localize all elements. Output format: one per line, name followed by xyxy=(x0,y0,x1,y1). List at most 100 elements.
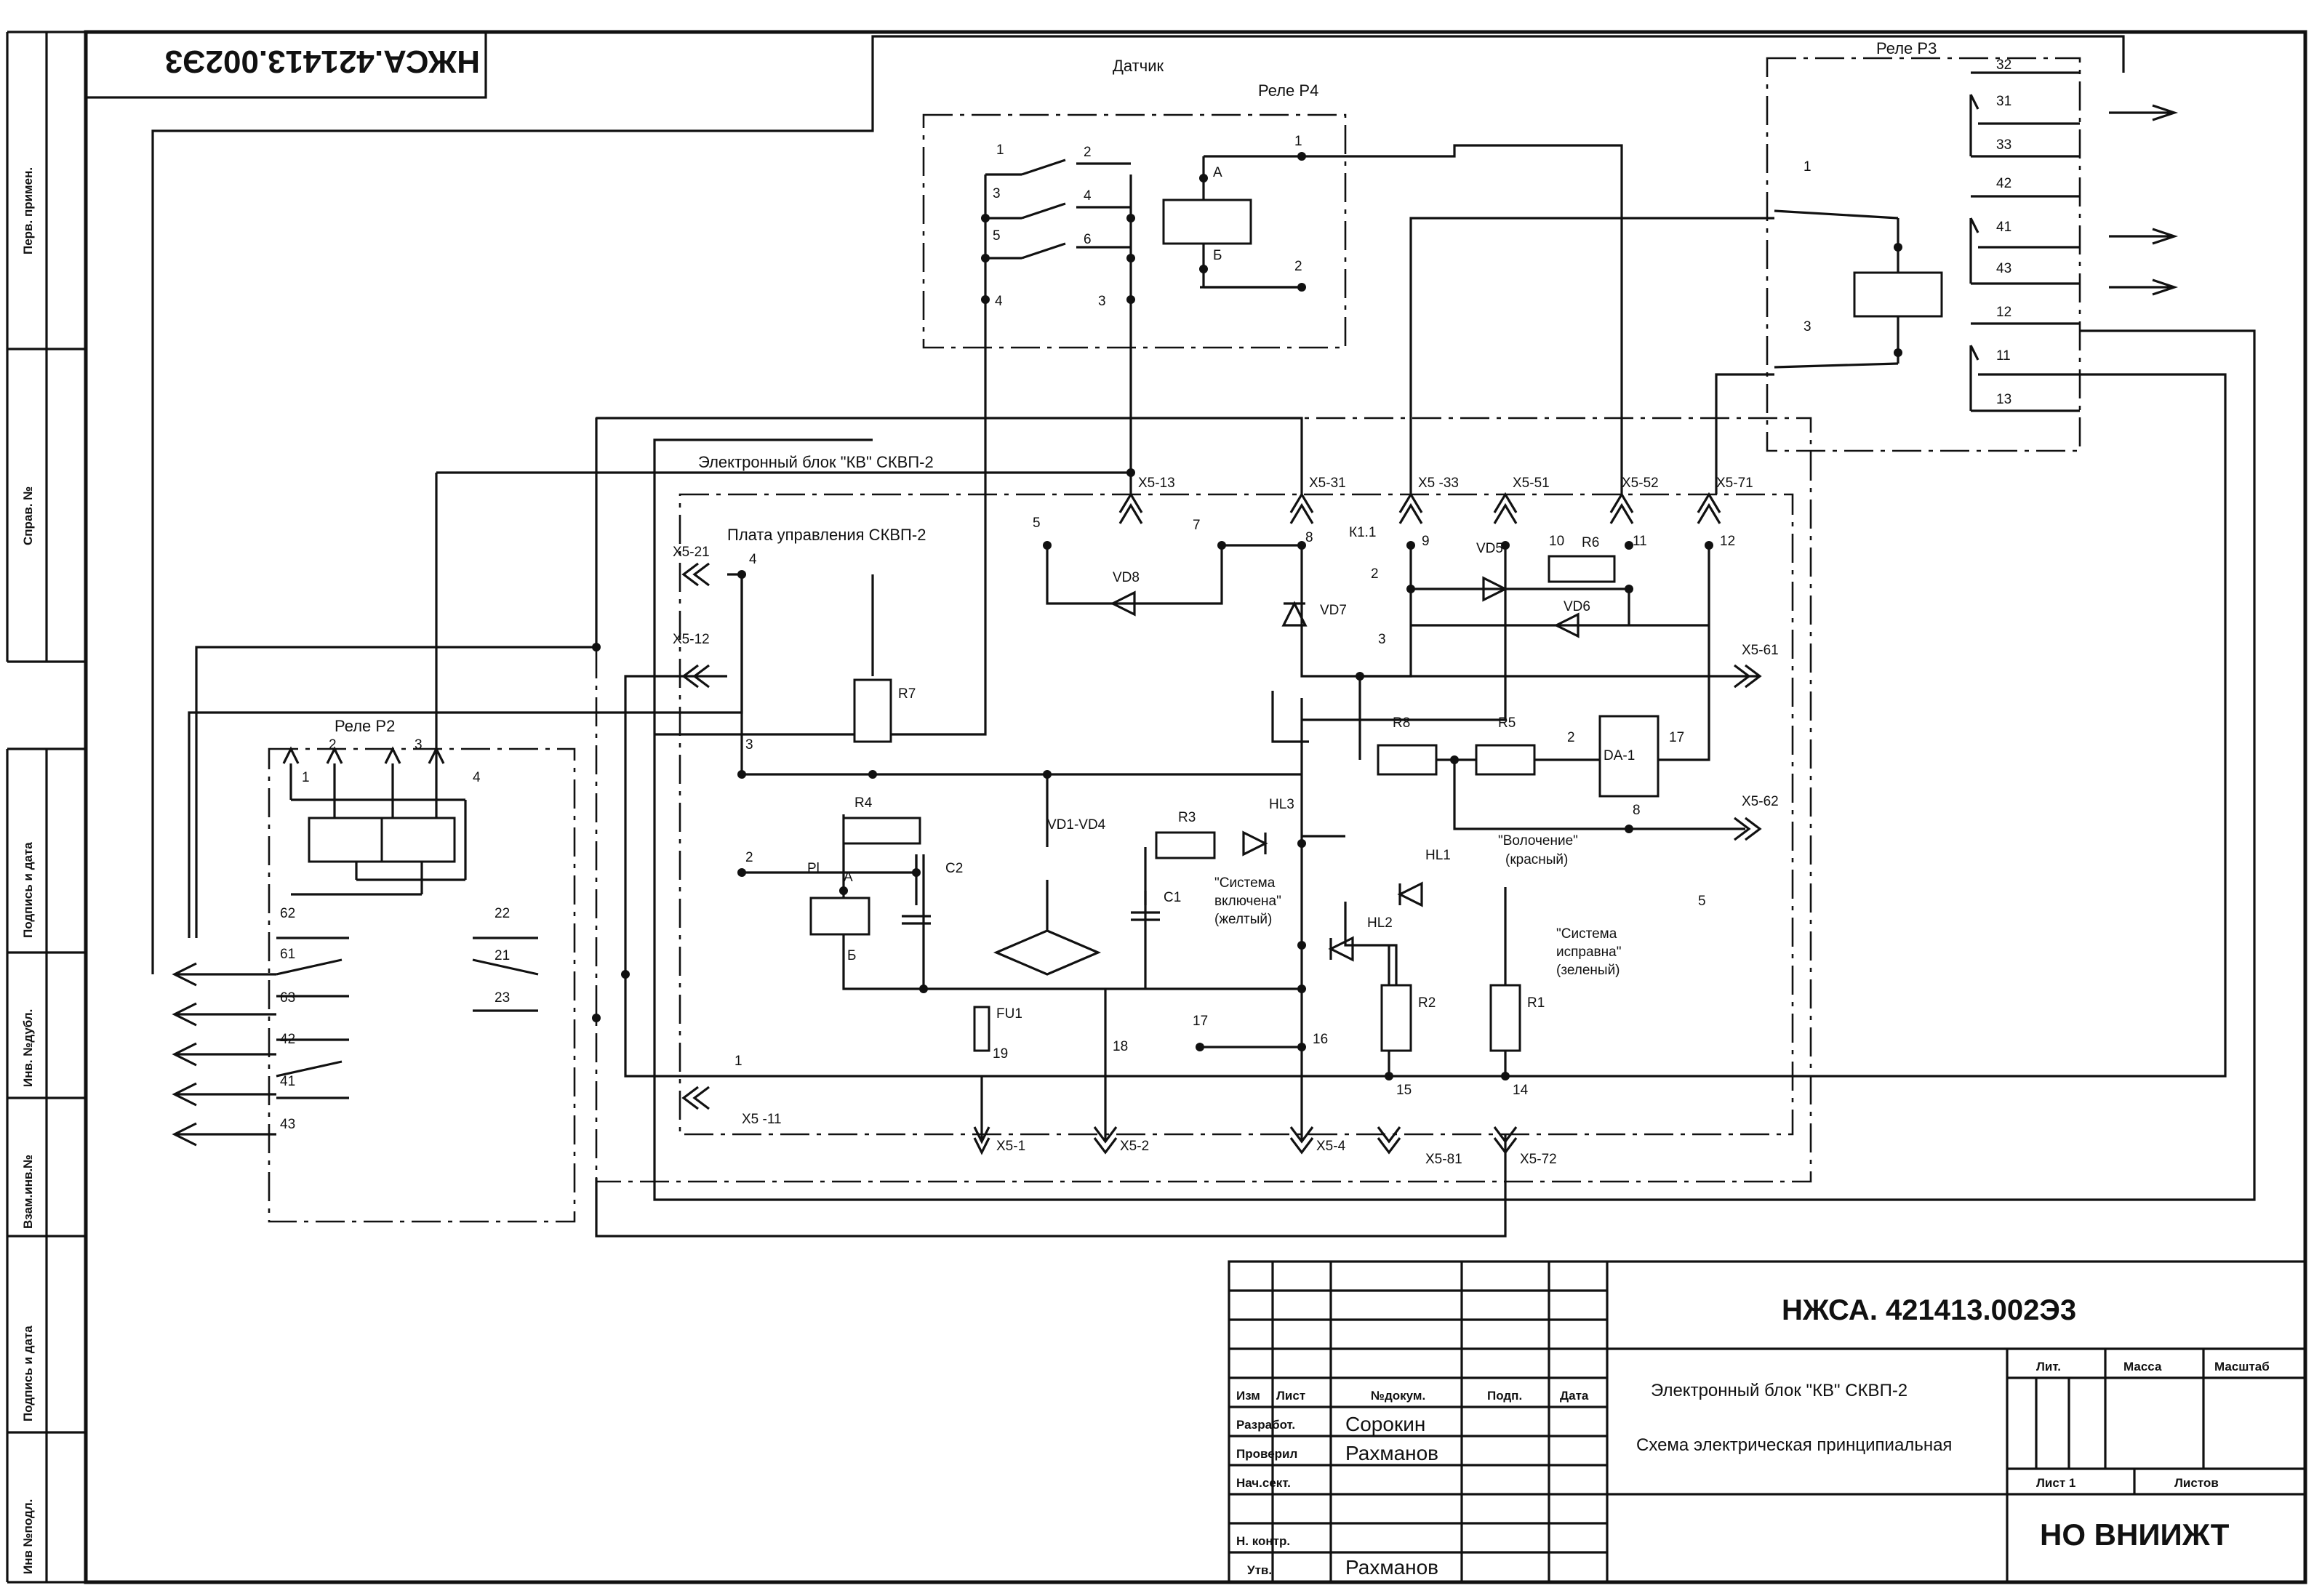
svg-text:21: 21 xyxy=(495,948,510,963)
label-fu1: FU1 xyxy=(996,1006,1022,1022)
label-vd6: VD6 xyxy=(1564,599,1590,614)
conn-x5-81: Х5-81 xyxy=(1425,1152,1462,1167)
svg-text:17: 17 xyxy=(1669,730,1684,745)
svg-text:Н. контр.: Н. контр. xyxy=(1236,1534,1290,1548)
conn-x5-62: Х5-62 xyxy=(1742,794,1779,809)
hl1-caption-1: "Волочение" xyxy=(1498,833,1578,849)
svg-text:5: 5 xyxy=(993,228,1001,244)
label-r4: R4 xyxy=(854,795,873,811)
svg-text:2: 2 xyxy=(1567,730,1575,745)
title-line-1: Электронный блок "КВ" СКВП-2 xyxy=(1651,1381,1907,1400)
electronic-block-label: Электронный блок "КВ" СКВП-2 xyxy=(698,453,934,471)
control-board-outline xyxy=(678,493,1794,1136)
label-vd7: VD7 xyxy=(1320,603,1347,618)
svg-text:9: 9 xyxy=(1422,534,1430,549)
svg-text:Б: Б xyxy=(847,948,856,963)
svg-text:41: 41 xyxy=(1996,220,2011,235)
svg-text:Рахманов: Рахманов xyxy=(1345,1442,1438,1464)
svg-text:7: 7 xyxy=(1193,518,1201,533)
svg-text:12: 12 xyxy=(1996,305,2011,320)
svg-text:5: 5 xyxy=(1698,894,1706,909)
svg-text:32: 32 xyxy=(1996,57,2011,73)
conn-x5-33: Х5 -33 xyxy=(1418,476,1459,491)
svg-text:4: 4 xyxy=(1084,188,1092,204)
strip-label-1: Справ. № xyxy=(21,486,35,545)
hl2-caption-1: "Система xyxy=(1556,926,1617,942)
conn-x5-61: Х5-61 xyxy=(1742,643,1779,658)
board-pin-labels: 5 7 8 9 10 11 12 4 3 2 17 16 18 19 15 14… xyxy=(734,516,1735,1098)
lit-label: Лит. xyxy=(2036,1360,2061,1374)
conn-x5-21: Х5-21 xyxy=(673,545,710,560)
svg-text:13: 13 xyxy=(1996,392,2011,407)
strip-label-6: Инв №подл. xyxy=(21,1499,35,1574)
svg-text:1: 1 xyxy=(302,770,310,785)
title-block-text: НЖСА. 421413.002Э3 Электронный блок "КВ"… xyxy=(1236,1294,2270,1579)
doc-code: НЖСА. 421413.002Э3 xyxy=(1782,1294,2076,1326)
svg-text:33: 33 xyxy=(1996,137,2011,153)
conn-x5-52: Х5-52 xyxy=(1622,476,1659,491)
svg-text:1: 1 xyxy=(734,1054,742,1069)
svg-text:1: 1 xyxy=(996,143,1004,158)
svg-text:Проверил: Проверил xyxy=(1236,1447,1297,1461)
svg-text:12: 12 xyxy=(1720,534,1735,549)
electronic-block-outline xyxy=(595,417,1812,1183)
svg-text:3: 3 xyxy=(415,737,423,753)
svg-text:11: 11 xyxy=(1633,534,1647,549)
conn-x5-2: Х5-2 xyxy=(1120,1139,1149,1154)
label-k11: К1.1 xyxy=(1349,525,1376,540)
label-r1: R1 xyxy=(1527,995,1545,1011)
label-vd8: VD8 xyxy=(1113,570,1140,585)
svg-text:Утв.: Утв. xyxy=(1247,1563,1272,1577)
relay-p4-contacts xyxy=(981,152,1306,305)
svg-text:4: 4 xyxy=(749,552,757,567)
hl1-caption-2: (красный) xyxy=(1505,852,1568,867)
connector-labels: Х5-13 Х5-31 Х5 -33 Х5-51 Х5-52 Х5-71 Х5-… xyxy=(673,476,1779,1167)
relay-p4-label: Реле Р4 xyxy=(1258,81,1318,100)
svg-text:Подп.: Подп. xyxy=(1487,1389,1522,1403)
conn-x5-13: Х5-13 xyxy=(1138,476,1175,491)
svg-text:4: 4 xyxy=(473,770,481,785)
hl2-caption-2: исправна" xyxy=(1556,945,1621,960)
svg-text:Нач.сект.: Нач.сект. xyxy=(1236,1476,1291,1490)
svg-text:62: 62 xyxy=(280,906,295,921)
svg-text:№докум.: №докум. xyxy=(1371,1389,1425,1403)
junctions xyxy=(592,468,1713,1080)
svg-text:А: А xyxy=(1213,165,1222,180)
drawing-frame xyxy=(84,30,2307,1584)
svg-text:61: 61 xyxy=(280,947,295,962)
svg-text:Разработ.: Разработ. xyxy=(1236,1418,1295,1432)
svg-text:2: 2 xyxy=(1084,145,1092,160)
svg-text:Изм: Изм xyxy=(1236,1389,1260,1403)
svg-text:2: 2 xyxy=(1294,259,1302,274)
label-vd1-vd4: VD1-VD4 xyxy=(1047,817,1106,833)
svg-text:Рахманов: Рахманов xyxy=(1345,1556,1438,1579)
label-r3: R3 xyxy=(1178,810,1196,825)
svg-text:23: 23 xyxy=(495,990,510,1006)
label-r6: R6 xyxy=(1582,535,1599,550)
svg-text:2: 2 xyxy=(745,850,753,865)
strip-label-2: Подпись и дата xyxy=(21,842,35,938)
strip-label-0: Перв. примен. xyxy=(21,167,35,254)
strip-label-5: Подпись и дата xyxy=(21,1326,35,1421)
svg-text:17: 17 xyxy=(1193,1014,1208,1029)
strip-label-3: Инв. №дубл. xyxy=(21,1009,35,1087)
components xyxy=(809,555,1660,1052)
relay-p2 xyxy=(172,746,539,1147)
svg-text:43: 43 xyxy=(1996,261,2011,276)
hl3-caption-2: включена" xyxy=(1214,894,1281,909)
label-hl2: HL2 xyxy=(1367,915,1393,931)
hl3-caption-3: (желтый) xyxy=(1214,912,1272,927)
svg-text:4: 4 xyxy=(995,294,1003,309)
svg-text:Б: Б xyxy=(1213,248,1222,263)
sheets-label: Листов xyxy=(2174,1476,2219,1490)
conn-x5-31: Х5-31 xyxy=(1309,476,1346,491)
svg-text:10: 10 xyxy=(1549,534,1564,549)
scale-label: Масштаб xyxy=(2214,1360,2270,1374)
svg-text:3: 3 xyxy=(745,737,753,753)
conn-x5-71: Х5-71 xyxy=(1716,476,1753,491)
conn-x5-1: Х5-1 xyxy=(996,1139,1025,1154)
svg-text:Сорокин: Сорокин xyxy=(1345,1413,1425,1435)
label-c1: C1 xyxy=(1164,890,1181,905)
sensor-label: Датчик xyxy=(1113,57,1164,75)
